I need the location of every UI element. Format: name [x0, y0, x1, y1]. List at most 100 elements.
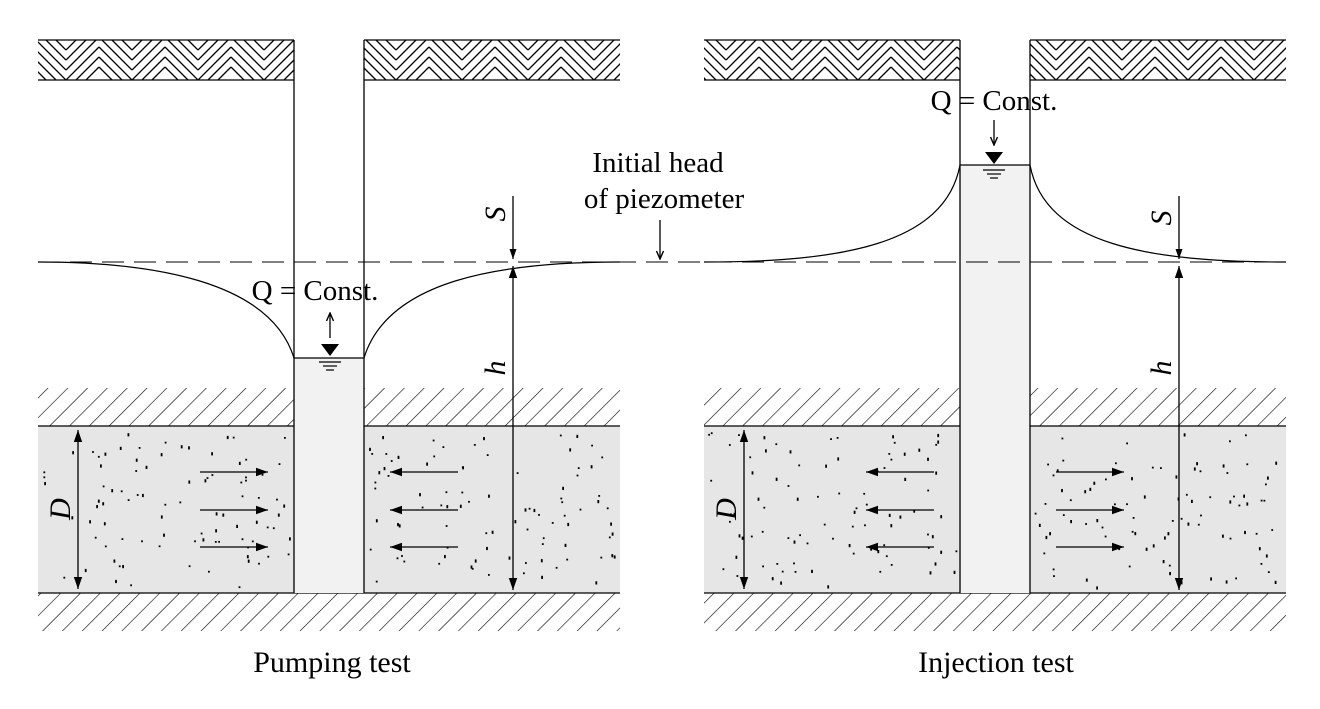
- sand-grain: [918, 448, 921, 452]
- sand-grain: [825, 464, 827, 468]
- sand-grain: [432, 439, 435, 442]
- ground-surface-left-a: [38, 40, 294, 80]
- sand-grain: [1038, 523, 1041, 527]
- sand-grain: [471, 567, 474, 570]
- sand-grain: [729, 520, 731, 523]
- sand-grain: [1151, 466, 1154, 469]
- sand-grain: [1200, 514, 1202, 517]
- sand-grain: [601, 456, 604, 459]
- sand-grain: [890, 564, 893, 566]
- sand-grain: [728, 444, 731, 446]
- sand-grain: [135, 458, 138, 462]
- sand-grain: [258, 562, 260, 565]
- sand-grain: [194, 540, 196, 543]
- pumping-test-panel: Q = Const. D S h Pumping test: [37, 39, 621, 679]
- sand-grain: [92, 451, 94, 453]
- sand-grain: [1209, 496, 1212, 499]
- flow-arrows-away-from-well: [866, 467, 1124, 552]
- sand-grain: [823, 523, 826, 526]
- sand-grain: [838, 492, 841, 495]
- sand-grain: [369, 548, 372, 551]
- sand-grain: [1245, 434, 1247, 437]
- sand-grain: [1162, 560, 1165, 564]
- sand-grain: [164, 441, 167, 444]
- sand-grain: [461, 491, 464, 494]
- sand-grain: [1085, 523, 1087, 525]
- well-water-column: [960, 165, 1030, 593]
- sand-grain: [830, 438, 832, 440]
- sand-grain: [202, 538, 205, 542]
- sand-grain: [613, 555, 616, 559]
- sand-grain: [142, 493, 144, 498]
- sand-grain: [1263, 499, 1266, 502]
- sand-grain: [241, 538, 244, 541]
- sand-grain: [104, 452, 107, 456]
- sand-grain: [559, 434, 562, 437]
- sand-grain: [722, 568, 725, 571]
- sand-grain: [1164, 536, 1166, 540]
- sand-grain: [236, 524, 238, 528]
- sand-grain: [246, 555, 249, 559]
- sand-grain: [1105, 478, 1107, 481]
- sand-grain: [563, 514, 566, 517]
- sand-grain: [289, 537, 291, 541]
- sand-grains: [43, 433, 616, 589]
- sand-grain: [538, 514, 540, 516]
- sand-grain: [899, 515, 902, 519]
- sand-grain: [444, 555, 446, 559]
- sand-grain: [927, 547, 930, 549]
- sand-grain: [837, 457, 840, 461]
- q-const-label: Q = Const.: [252, 275, 379, 307]
- sand-grain: [120, 490, 123, 493]
- drawdown-curve-right: [363, 261, 621, 359]
- sand-grain: [127, 499, 130, 501]
- sand-grain: [600, 556, 603, 559]
- sand-grain: [741, 536, 744, 540]
- sand-grain: [1131, 477, 1133, 481]
- sand-grain: [1244, 530, 1246, 535]
- sand-grain: [136, 494, 139, 496]
- ground-surface-right-a: [704, 40, 960, 80]
- sand-grain: [1096, 586, 1098, 590]
- sand-grain: [1061, 489, 1063, 493]
- sand-grain: [1049, 532, 1051, 536]
- sand-grain: [218, 540, 220, 543]
- mound-curve-left: [703, 164, 961, 263]
- sand-grain: [287, 553, 290, 556]
- sand-grain: [232, 436, 235, 439]
- sand-grain: [1229, 500, 1232, 504]
- confining-layer-lower: [704, 593, 1286, 631]
- sand-grain: [419, 493, 421, 497]
- sand-grain: [763, 436, 766, 440]
- sand-grain: [1210, 577, 1212, 581]
- sand-grain: [555, 566, 558, 569]
- sand-grain: [1061, 437, 1064, 440]
- sand-grain: [445, 525, 448, 527]
- sand-grain: [524, 508, 527, 512]
- sand-grain: [115, 579, 117, 584]
- sand-grain: [446, 505, 449, 509]
- sand-grain: [1193, 467, 1196, 471]
- sand-grain: [121, 538, 124, 540]
- sand-grain: [127, 433, 130, 437]
- sand-grain: [71, 516, 74, 520]
- sand-grain: [927, 489, 930, 492]
- sand-grain: [426, 462, 428, 466]
- sand-grain: [383, 467, 386, 471]
- sand-grain: [483, 437, 485, 441]
- sand-grain: [488, 494, 490, 498]
- sand-grain: [763, 506, 766, 509]
- sand-grain: [935, 443, 938, 446]
- sand-grain: [1047, 463, 1049, 466]
- sand-grain: [893, 441, 896, 444]
- sand-grain: [160, 453, 163, 457]
- sand-grain: [708, 433, 710, 436]
- sand-grain: [398, 524, 401, 528]
- sand-grain: [542, 537, 545, 540]
- sand-grain: [591, 444, 593, 447]
- sand-grain: [913, 509, 916, 513]
- well-water-column: [294, 358, 364, 593]
- sand-grain: [738, 434, 740, 436]
- sand-grain: [1053, 575, 1055, 577]
